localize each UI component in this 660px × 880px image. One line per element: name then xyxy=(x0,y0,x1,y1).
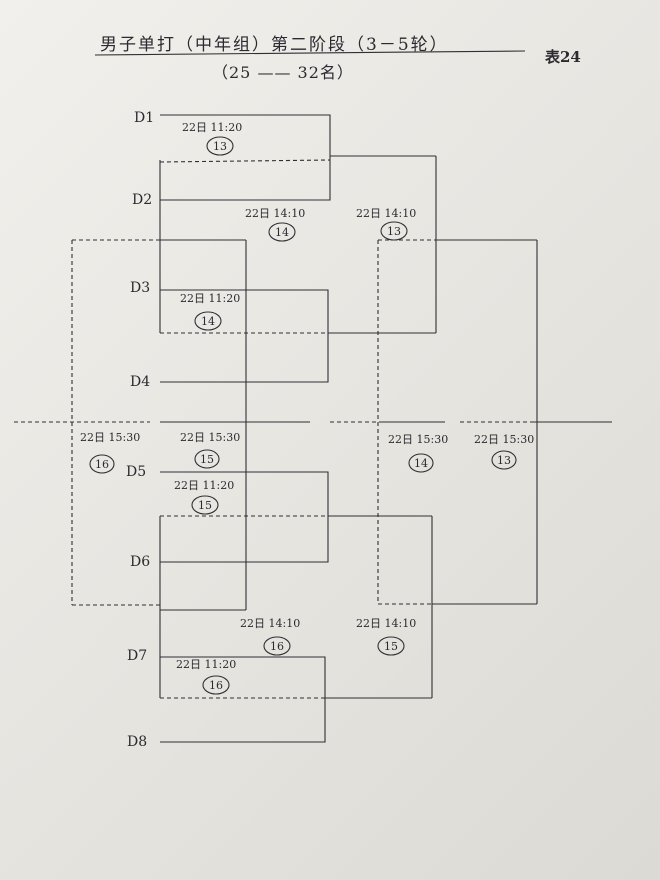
match-time: 22日 11:20 xyxy=(182,121,242,134)
match-3: 22日 14:10 13 xyxy=(356,207,416,241)
match-time: 22日 14:10 xyxy=(356,617,416,630)
match-time: 22日 15:30 xyxy=(180,431,240,444)
match-time: 22日 14:10 xyxy=(240,617,300,630)
player-label-1: D1 xyxy=(134,110,154,126)
r1-bracket-d5-d6 xyxy=(160,471,329,563)
loser-line-top xyxy=(159,159,331,163)
court-circle xyxy=(191,495,219,515)
match-time: 22日 14:10 xyxy=(245,207,305,220)
court-circle xyxy=(380,221,408,241)
court-number: 14 xyxy=(201,315,215,328)
match-time: 22日 14:10 xyxy=(356,207,416,220)
court-number: 15 xyxy=(200,453,214,466)
court-number: 14 xyxy=(275,226,289,239)
match-time: 22日 15:30 xyxy=(80,431,140,444)
player-label-6: D6 xyxy=(130,554,150,570)
court-number: 13 xyxy=(497,454,511,467)
court-circle xyxy=(194,449,220,469)
court-number: 15 xyxy=(198,499,212,512)
player-label-8: D8 xyxy=(127,734,147,750)
court-circle xyxy=(408,453,434,473)
match-1: 22日 11:20 13 xyxy=(182,121,242,156)
r1-bracket-d3-d4 xyxy=(160,289,329,383)
court-circle xyxy=(268,222,296,242)
title-underline xyxy=(94,50,526,56)
match-9: 22日 11:20 15 xyxy=(174,479,234,515)
court-number: 13 xyxy=(213,140,227,153)
page-subtitle: （25 —— 32名） xyxy=(212,63,354,82)
court-circle xyxy=(194,311,222,331)
player-label-2: D2 xyxy=(132,192,152,208)
sheet-tag: 表24 xyxy=(545,48,581,66)
court-number: 15 xyxy=(384,640,398,653)
match-11: 22日 14:10 15 xyxy=(356,617,416,656)
r1-bracket-d1-d2 xyxy=(160,114,331,201)
court-circle xyxy=(491,450,517,470)
court-circle xyxy=(377,636,405,656)
match-12: 22日 11:20 16 xyxy=(176,658,236,695)
match-time: 22日 11:20 xyxy=(176,658,236,671)
court-circle xyxy=(89,454,115,474)
player-label-4: D4 xyxy=(130,374,150,390)
match-2: 22日 14:10 14 xyxy=(245,207,305,242)
match-time: 22日 15:30 xyxy=(388,433,448,446)
match-time: 22日 15:30 xyxy=(474,433,534,446)
match-7: 22日 15:30 14 xyxy=(388,433,448,473)
court-number: 16 xyxy=(209,679,223,692)
match-4: 22日 11:20 14 xyxy=(180,292,240,331)
match-time: 22日 11:20 xyxy=(174,479,234,492)
match-6: 22日 15:30 15 xyxy=(180,431,240,469)
court-number: 13 xyxy=(387,225,401,238)
court-number: 16 xyxy=(95,458,109,471)
court-number: 16 xyxy=(270,640,284,653)
player-label-3: D3 xyxy=(130,280,150,296)
match-5: 22日 15:30 16 xyxy=(80,431,140,474)
r1-bracket-d7-d8 xyxy=(160,656,326,743)
match-8: 22日 15:30 13 xyxy=(474,433,534,470)
player-label-7: D7 xyxy=(127,648,147,664)
player-label-5: D5 xyxy=(126,464,146,480)
match-10: 22日 14:10 16 xyxy=(240,617,300,656)
court-circle xyxy=(206,136,234,156)
court-circle xyxy=(202,675,230,695)
court-number: 14 xyxy=(414,457,428,470)
match-time: 22日 11:20 xyxy=(180,292,240,305)
court-circle xyxy=(263,636,291,656)
page-title: 男子单打（中年组）第二阶段（3－5轮） xyxy=(100,35,449,55)
